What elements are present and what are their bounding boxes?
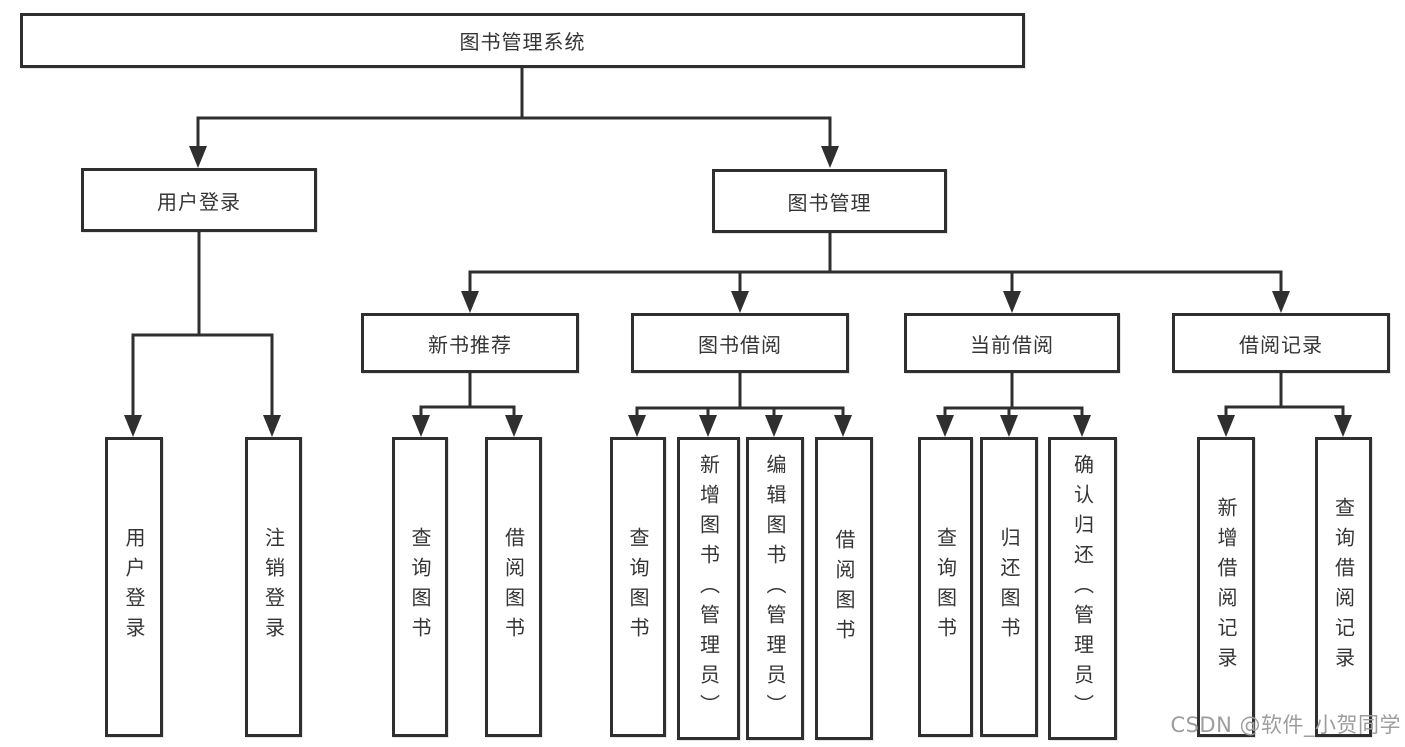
node-borrowing-records: 借阅记录 [1172, 313, 1390, 373]
leaf-borrow-books-recommend: 借阅图书 [485, 437, 542, 737]
leaf-confirm-return-admin: 确认归还（管理员） [1048, 437, 1117, 740]
csdn-watermark: CSDN @软件_小贺同学 [1170, 713, 1401, 737]
node-book-management: 图书管理 [712, 169, 947, 233]
leaf-query-books-borrow: 查询图书 [610, 437, 666, 737]
node-book-borrowing: 图书借阅 [631, 313, 849, 373]
leaf-query-books-current: 查询图书 [918, 437, 973, 737]
leaf-edit-books-admin: 编辑图书（管理员） [746, 437, 804, 740]
node-user-login: 用户登录 [81, 168, 317, 232]
node-root-system: 图书管理系统 [20, 13, 1025, 68]
leaf-user-login: 用户登录 [105, 437, 163, 737]
leaf-add-books-admin: 新增图书（管理员） [677, 437, 740, 740]
leaf-query-books-recommend: 查询图书 [392, 437, 448, 737]
leaf-return-books: 归还图书 [980, 437, 1038, 737]
node-current-borrowing: 当前借阅 [904, 313, 1120, 373]
leaf-logout: 注销登录 [245, 437, 302, 737]
node-new-book-recommend: 新书推荐 [361, 313, 579, 373]
leaf-query-borrow-record: 查询借阅记录 [1315, 437, 1372, 737]
arrowheads [124, 146, 1352, 437]
leaf-borrow-books: 借阅图书 [815, 437, 873, 740]
leaf-add-borrow-record: 新增借阅记录 [1197, 437, 1255, 737]
